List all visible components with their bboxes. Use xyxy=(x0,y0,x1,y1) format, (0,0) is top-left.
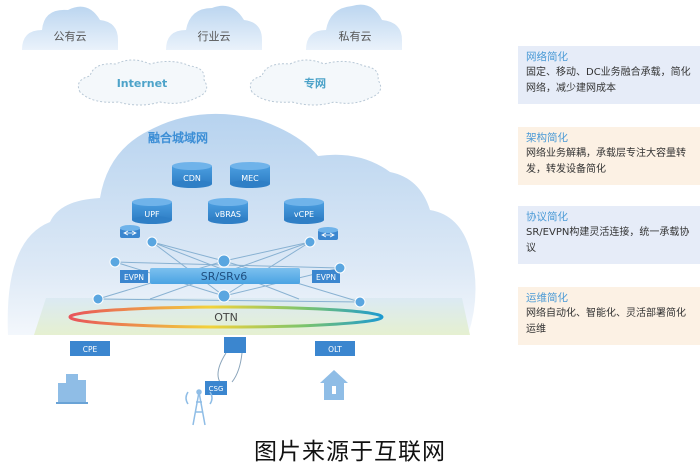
building-icon xyxy=(56,374,88,404)
sr-srv6-band xyxy=(150,268,300,284)
mec-label: MEC xyxy=(241,174,259,183)
metro-network-title: 融合城域网 xyxy=(148,130,208,145)
evpn-right-tag xyxy=(312,270,340,283)
image-caption: 图片来源于互联网 xyxy=(254,439,446,465)
aggregation-device xyxy=(224,337,246,353)
node xyxy=(92,293,104,305)
cloud-public-label: 公有云 xyxy=(54,29,87,43)
panel-body: 固定、移动、DC业务融合承载，简化网络，减少建网成本 xyxy=(526,67,691,94)
node xyxy=(109,256,121,268)
panel-architecture-simplify: 架构简化 网络业务解耦，承载层专注大容量转发，转发设备简化 xyxy=(518,127,700,185)
router-icon xyxy=(318,227,338,240)
upf-cylinder xyxy=(132,198,172,224)
service-cylinders xyxy=(132,162,324,224)
node xyxy=(304,236,316,248)
node xyxy=(146,236,158,248)
cell-tower-icon xyxy=(185,389,213,426)
sr-srv6-label: SR/SRv6 xyxy=(201,270,247,283)
router-icon xyxy=(120,225,140,238)
csg-label: CSG xyxy=(209,385,224,393)
cpe-device xyxy=(70,341,110,356)
cloud-industry xyxy=(166,5,262,50)
node xyxy=(354,296,366,308)
evpn-left-tag xyxy=(120,270,148,283)
vcpe-label: vCPE xyxy=(294,210,314,219)
vbras-cylinder xyxy=(208,198,248,224)
home-icon xyxy=(320,370,348,400)
panel-protocol-simplify: 协议简化 SR/EVPN构建灵活连接，统一承载协议 xyxy=(518,206,700,264)
vcpe-cylinder xyxy=(284,198,324,224)
otn-ring xyxy=(68,305,384,329)
olt-device xyxy=(315,341,355,356)
node xyxy=(217,254,231,268)
cloud-private-label: 私有云 xyxy=(339,29,372,43)
panel-title: 网络简化 xyxy=(526,51,568,63)
node xyxy=(217,289,231,303)
cloud-industry-label: 行业云 xyxy=(198,30,231,43)
evpn-left-label: EVPN xyxy=(124,273,144,282)
otn-label: OTN xyxy=(214,311,238,324)
panel-title: 协议简化 xyxy=(526,211,568,223)
upf-label: UPF xyxy=(144,210,160,219)
internet-label: Internet xyxy=(117,77,168,90)
cloud-private xyxy=(306,4,402,51)
panel-title: 运维简化 xyxy=(526,292,568,304)
evpn-right-label: EVPN xyxy=(316,273,336,282)
private-network-label: 专网 xyxy=(304,76,326,90)
cdn-label: CDN xyxy=(183,174,201,183)
mec-cylinder xyxy=(230,162,270,188)
cpe-label: CPE xyxy=(83,345,98,354)
cloud-internet xyxy=(77,59,208,106)
panel-network-simplify: 网络简化 固定、移动、DC业务融合承载，简化网络，减少建网成本 xyxy=(518,46,700,104)
panel-body: 网络自动化、智能化、灵活部署简化运维 xyxy=(526,308,686,335)
panel-body: SR/EVPN构建灵活连接，统一承载协议 xyxy=(526,227,690,254)
olt-label: OLT xyxy=(328,345,342,354)
node xyxy=(334,262,346,274)
panel-ops-simplify: 运维简化 网络自动化、智能化、灵活部署简化运维 xyxy=(518,287,700,345)
network-nodes xyxy=(92,236,366,308)
cdn-cylinder xyxy=(172,162,212,188)
panel-body: 网络业务解耦，承载层专注大容量转发，转发设备简化 xyxy=(526,148,686,175)
metro-network-cloud xyxy=(7,113,476,336)
csg-uplink xyxy=(217,352,243,383)
cloud-public xyxy=(22,6,118,50)
cloud-private-network xyxy=(249,59,382,106)
vbras-label: vBRAS xyxy=(215,210,241,219)
csg-device xyxy=(205,381,227,395)
panel-title: 架构简化 xyxy=(526,132,568,144)
